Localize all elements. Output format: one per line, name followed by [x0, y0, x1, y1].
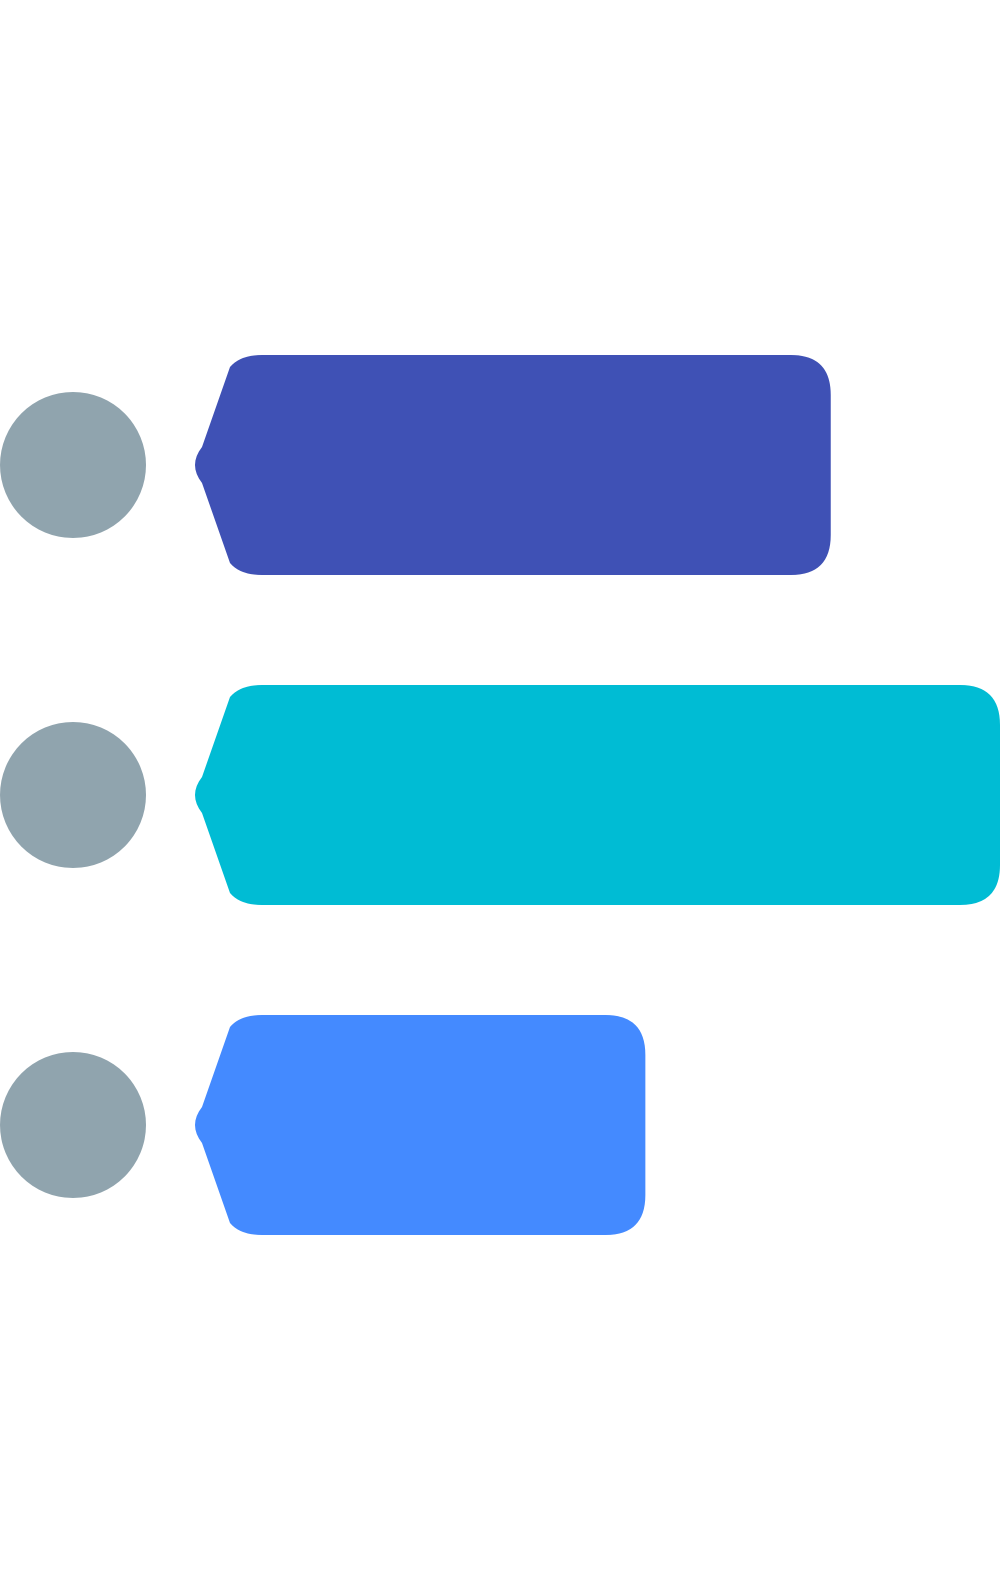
tag-shape-icon	[195, 1015, 646, 1235]
tag-shape-icon	[195, 685, 1000, 905]
dot-icon	[0, 722, 146, 868]
tag-shape-icon	[195, 355, 831, 575]
icon-rows	[0, 355, 1000, 1235]
dot-icon	[0, 392, 146, 538]
dot-icon	[0, 1052, 146, 1198]
